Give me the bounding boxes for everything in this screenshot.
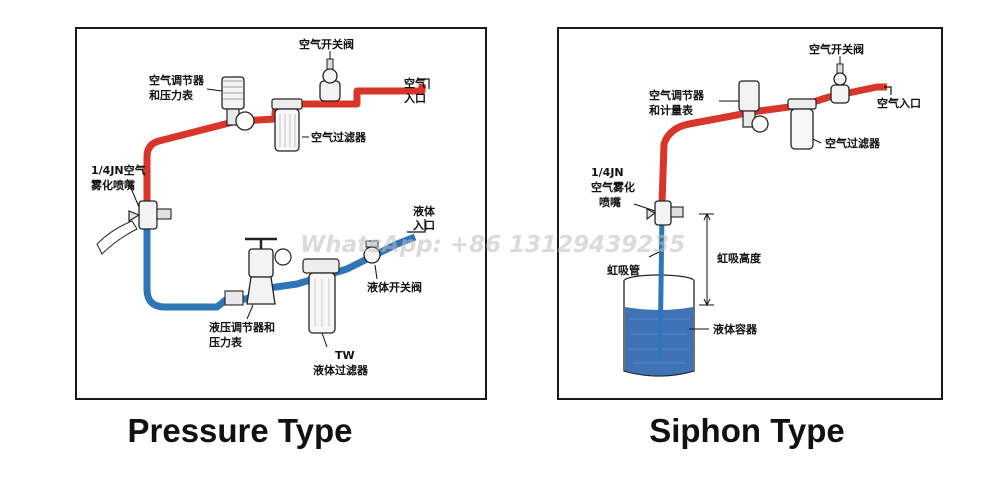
label-air-filter: 空气过滤器 — [311, 130, 367, 144]
liquid-switch-valve — [363, 240, 381, 264]
siphon-diagram-canvas: 空气开关阀 空气入口 空气调节器 和计量表 空气过滤器 1/4JN 空气雾化 喷… — [591, 42, 921, 377]
air-filter — [787, 98, 817, 150]
air-switch-valve — [830, 63, 850, 104]
label-nozzle-2: 雾化喷嘴 — [90, 178, 135, 192]
label-air-regulator-2: 和计量表 — [649, 103, 694, 117]
hydraulic-regulator — [224, 237, 292, 306]
pressure-type-caption: Pressure Type — [127, 412, 353, 449]
label-siphon-tube: 虹吸管 — [607, 263, 640, 277]
spray-nozzle — [96, 200, 172, 255]
siphon-tube — [657, 213, 665, 360]
siphon-height-dimension — [699, 212, 714, 307]
air-inlet-arrow — [884, 86, 892, 95]
label-air-inlet: 空气入口 — [877, 96, 921, 110]
label-liquid-inlet-1: 液体 — [413, 204, 436, 218]
label-air-inlet-1: 空气 — [404, 76, 426, 90]
label-air-regulator-1: 空气调节器 — [649, 88, 705, 102]
air-regulator — [738, 80, 769, 133]
liquid-filter — [302, 258, 340, 334]
leader-lines — [126, 51, 378, 348]
liquid-inlet-arrow — [407, 219, 426, 233]
label-air-switch-valve: 空气开关阀 — [299, 37, 354, 51]
label-liquid-filter-2: 液体过滤器 — [313, 363, 369, 377]
label-air-regulator-2: 和压力表 — [149, 88, 194, 102]
label-liquid-inlet-2: 入口 — [413, 219, 435, 232]
leader-lines — [633, 56, 841, 330]
air-regulator — [221, 76, 255, 131]
label-air-filter: 空气过滤器 — [825, 136, 881, 150]
air-line — [658, 83, 887, 205]
label-liquid-filter-1: TW — [335, 349, 355, 362]
label-air-inlet-2: 入口 — [404, 92, 426, 105]
label-hydraulic-regulator-2: 压力表 — [209, 335, 243, 349]
label-liquid-switch-valve: 液体开关阀 — [367, 280, 422, 294]
air-filter — [271, 98, 303, 152]
pressure-type-diagram: 空气开关阀 空气 入口 空气调节器 和压力表 空气过滤器 1/4JN空气 雾化喷… — [75, 27, 487, 400]
label-air-switch-valve: 空气开关阀 — [809, 42, 864, 56]
siphon-type-diagram: 空气开关阀 空气入口 空气调节器 和计量表 空气过滤器 1/4JN 空气雾化 喷… — [557, 27, 943, 400]
label-nozzle-2: 空气雾化 — [591, 180, 635, 194]
spray-nozzle — [646, 200, 684, 226]
liquid-line — [143, 219, 417, 311]
air-switch-valve — [319, 58, 341, 102]
pressure-diagram-canvas: 空气开关阀 空气 入口 空气调节器 和压力表 空气过滤器 1/4JN空气 雾化喷… — [90, 37, 436, 377]
air-inlet-arrow — [417, 78, 430, 89]
watermark: WhatsApp: +86 13129439235 — [300, 232, 686, 258]
label-nozzle-1: 1/4JN — [591, 166, 624, 179]
label-liquid-container: 液体容器 — [713, 322, 758, 336]
siphon-type-caption: Siphon Type — [649, 412, 845, 449]
label-hydraulic-regulator-1: 液压调节器和 — [209, 320, 275, 334]
label-siphon-height: 虹吸高度 — [717, 251, 762, 265]
label-air-regulator-1: 空气调节器 — [149, 73, 205, 87]
label-nozzle-1: 1/4JN空气 — [91, 163, 146, 177]
label-nozzle-3: 喷嘴 — [599, 195, 621, 209]
